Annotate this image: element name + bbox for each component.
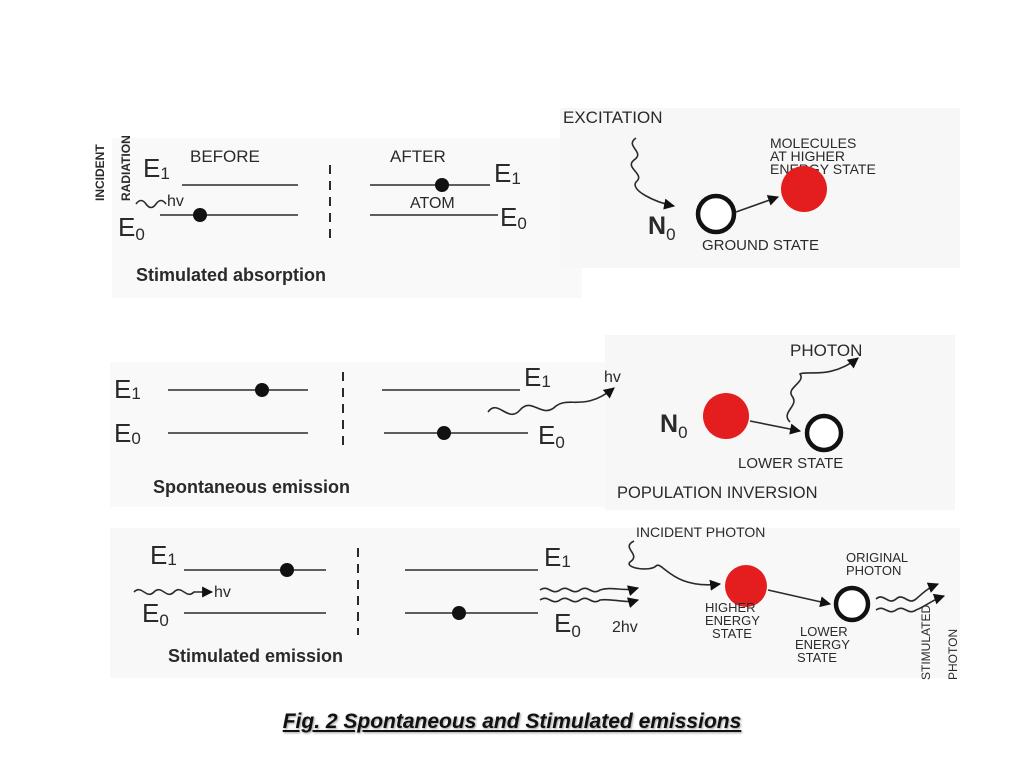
electron-excited: [280, 563, 294, 577]
molecules-line1: MOLECULES: [770, 135, 856, 151]
spontaneous-panel: E1 E0 E1 E0 hv Spontaneous emission: [114, 362, 621, 497]
higher-energy-molecule: [725, 565, 767, 607]
stimulated-photon-line2: PHOTON: [946, 629, 960, 680]
stimulated-photon-line1: STIMULATED: [919, 605, 933, 680]
inversion-caption: POPULATION INVERSION: [617, 484, 817, 502]
e1-right-label: E1: [494, 158, 521, 188]
n0-label: N0: [648, 212, 676, 244]
lower-state-label: LOWER STATE: [738, 455, 843, 472]
spontaneous-caption: Spontaneous emission: [153, 477, 350, 497]
stimulated-wave-1: [539, 585, 640, 597]
n0-label: N0: [660, 410, 688, 442]
photon-wave: [786, 357, 859, 423]
e1-left-label: E1: [114, 374, 141, 404]
e1-right-label: E1: [544, 542, 571, 572]
e1-right-label: E1: [524, 362, 551, 392]
after-label: AFTER: [390, 147, 446, 166]
stimulated-panel: E1 hv E0 E1 E0 2hv Stimulated emission: [133, 540, 640, 666]
excitation-wave: [630, 137, 676, 210]
e0-left-label: E0: [142, 598, 169, 630]
ground-state-label: GROUND STATE: [702, 237, 819, 254]
hv-label: hv: [167, 193, 184, 210]
e0-right-label: E0: [538, 420, 565, 452]
electron-ground: [452, 606, 466, 620]
lower-line2: ENERGY: [795, 637, 850, 652]
electron-ground: [193, 208, 207, 222]
panel-stimulated-bg: [110, 528, 960, 678]
decay-arrow: [767, 589, 832, 608]
electron-excited: [255, 383, 269, 397]
electron-excited: [435, 178, 449, 192]
hv-label: hv: [214, 584, 231, 601]
panel-inversion-bg: [605, 335, 955, 510]
photon-label: PHOTON: [790, 341, 862, 360]
stimulated-wave-2: [539, 597, 640, 609]
excitation-label: EXCITATION: [563, 108, 663, 127]
electron-ground: [437, 426, 451, 440]
stimulated-photon-wave: [875, 593, 946, 613]
lower-energy-atom: [833, 585, 871, 623]
e0-right-label: E0: [500, 202, 527, 233]
panel-excitation-bg: [560, 108, 960, 268]
hv-label: hv: [604, 369, 621, 386]
before-label: BEFORE: [190, 147, 260, 166]
figure-caption: Fig. 2 Spontaneous and Stimulated emissi…: [282, 710, 742, 733]
higher-line3: STATE: [712, 626, 752, 641]
radiation-label: RADIATION: [119, 135, 133, 201]
original-photon-wave: [875, 582, 940, 602]
lower-line3: STATE: [797, 650, 837, 665]
excitation-arrow: [735, 195, 780, 213]
e0-left-label: E0: [114, 418, 141, 448]
incident-photon-label: INCIDENT PHOTON: [636, 524, 765, 540]
two-hv-label: 2hv: [612, 619, 638, 636]
ground-state-atom: [695, 193, 737, 235]
excitation-panel: EXCITATION MOLECULES AT HIGHER ENERGY ST…: [563, 108, 876, 254]
lower-state-atom: [804, 413, 844, 453]
absorption-panel: INCIDENT RADIATION E1 E0 BEFORE AFTER hv…: [93, 135, 527, 285]
emitted-photon-wave: [487, 387, 615, 416]
excited-molecule: [781, 166, 827, 212]
lower-line1: LOWER: [800, 624, 848, 639]
e1-left-label: E1: [150, 540, 177, 570]
inversion-panel: PHOTON N0 LOWER STATE POPULATION INVERSI…: [617, 341, 862, 502]
original-line2: PHOTON: [846, 563, 901, 578]
molecules-line3: ENERGY STATE: [770, 161, 876, 177]
decay-arrow: [749, 420, 802, 435]
e0-left-label: E0: [118, 212, 145, 244]
incident-label: INCIDENT: [93, 144, 107, 201]
atom-label: ATOM: [410, 195, 455, 212]
molecules-line2: AT HIGHER: [770, 148, 845, 164]
incident-photon-wave: [133, 586, 214, 598]
panel-absorption-bg: [112, 138, 582, 298]
stimulated-caption: Stimulated emission: [168, 646, 343, 666]
incident-radiation-wave: [135, 199, 167, 209]
stimulated-process-panel: INCIDENT PHOTON ORIGINAL PHOTON HIGHER E…: [628, 524, 960, 680]
e0-right-label: E0: [554, 608, 581, 641]
incident-photon-wave: [628, 540, 722, 591]
absorption-caption: Stimulated absorption: [136, 265, 326, 285]
original-line1: ORIGINAL: [846, 550, 908, 565]
excited-molecule: [703, 393, 749, 439]
e1-left-label: E1: [143, 153, 170, 183]
higher-line1: HIGHER: [705, 600, 756, 615]
panel-spontaneous-bg: [110, 362, 620, 507]
higher-line2: ENERGY: [705, 613, 760, 628]
